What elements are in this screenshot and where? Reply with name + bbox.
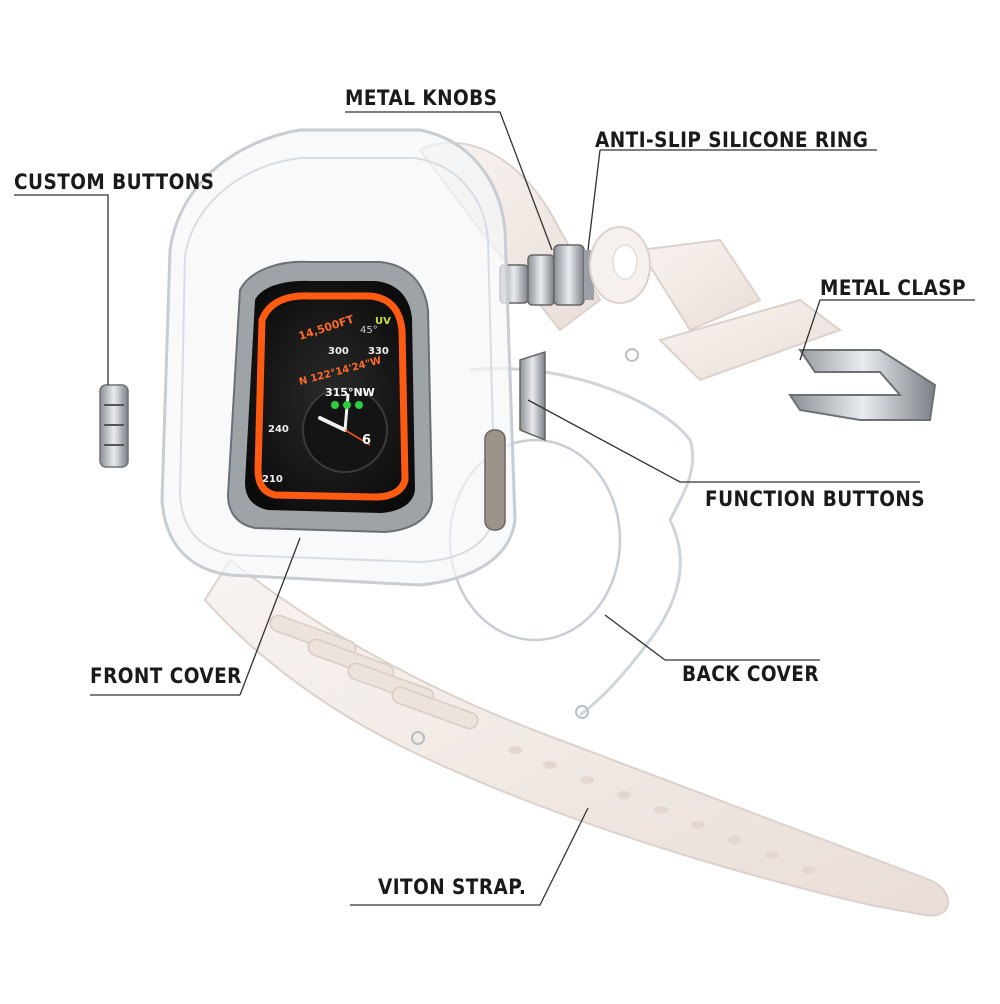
leader-metal-knobs (345, 111, 553, 251)
date-text: 6 (362, 433, 371, 448)
compass-heading: 315°NW (325, 386, 375, 399)
label-function-buttons: FUNCTION BUTTONS (705, 487, 926, 511)
label-metal-knobs: METAL KNOBS (345, 86, 498, 110)
leader-function-buttons (527, 399, 920, 483)
temperature-text: 45° (360, 325, 378, 336)
leader-anti-slip-ring (587, 149, 601, 251)
leader-viton-strap (350, 807, 589, 906)
compass-tick-330: 330 (368, 346, 389, 357)
leader-metal-clasp (799, 299, 975, 361)
function-buttons (484, 350, 546, 531)
leader-front-cover (239, 537, 301, 696)
label-front-cover: FRONT COVER (90, 664, 242, 688)
label-custom-buttons: CUSTOM BUTTONS (14, 170, 215, 194)
label-anti-slip-ring: ANTI-SLIP SILICONE RING (595, 128, 869, 152)
bezel-number-240: 240 (268, 424, 289, 435)
leader-back-cover (604, 614, 820, 661)
watch-face: 14,500FT 45° UV 300 330 N 122°14'24"W 31… (245, 280, 415, 513)
custom-buttons (99, 384, 129, 468)
label-back-cover: BACK COVER (682, 662, 820, 686)
leader-lines (14, 111, 975, 906)
metal-clasp (788, 349, 937, 421)
label-viton-strap: VITON STRAP. (378, 875, 527, 899)
bezel-number-210: 210 (262, 474, 283, 485)
uv-text: UV (375, 316, 391, 327)
compass-tick-300: 300 (328, 346, 349, 357)
viton-strap-lower (203, 558, 950, 917)
label-metal-clasp: METAL CLASP (820, 276, 967, 300)
leader-custom-buttons (14, 194, 109, 385)
anti-slip-silicone-ring (589, 226, 651, 304)
